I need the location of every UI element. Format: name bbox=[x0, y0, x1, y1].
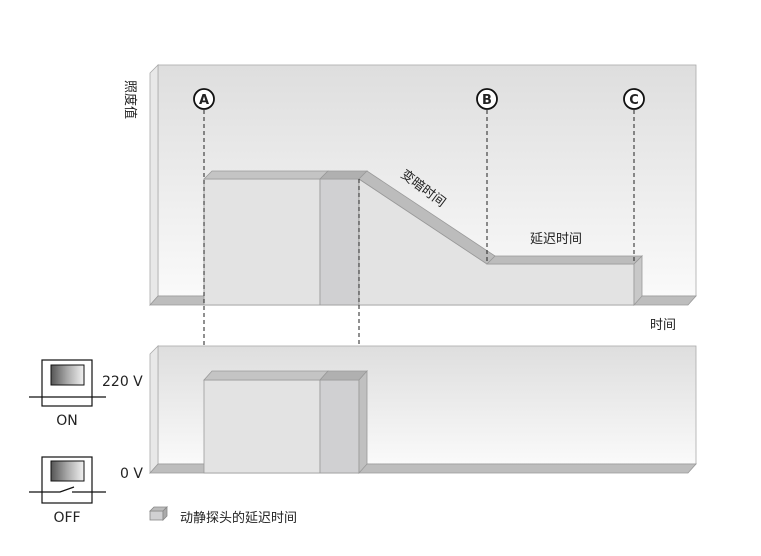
block-top bbox=[203, 170, 329, 180]
marker-a-label: A bbox=[199, 93, 209, 108]
illuminance-chart: A B C 变暗时间 延迟时间 时间 照度值 bbox=[122, 64, 697, 380]
switch-on-icon bbox=[29, 359, 106, 407]
power-block-top bbox=[203, 370, 329, 381]
light-on-block bbox=[203, 178, 321, 306]
legend-delay-icon bbox=[149, 506, 168, 521]
switch-on-label: ON bbox=[56, 413, 78, 429]
top-panel-side bbox=[149, 64, 159, 307]
y-axis-label: 照度值 bbox=[122, 80, 138, 119]
bottom-panel-side bbox=[149, 345, 159, 475]
legend-label: 动静探头的延迟时间 bbox=[180, 510, 297, 526]
power-block-side bbox=[358, 369, 368, 475]
voltage-low-label: 0 V bbox=[120, 466, 143, 482]
delay-level-side bbox=[633, 255, 643, 307]
x-axis-label: 时间 bbox=[650, 318, 676, 333]
marker-lines bbox=[203, 110, 635, 380]
marker-c: C bbox=[623, 88, 645, 110]
sensor-delay-band bbox=[319, 178, 360, 306]
switch-off-icon bbox=[29, 456, 106, 504]
power-on-block bbox=[203, 379, 321, 474]
switch-off-label: OFF bbox=[53, 510, 80, 526]
voltage-high-label: 220 V bbox=[102, 374, 143, 390]
delay-level-top bbox=[486, 255, 643, 265]
delay-time-label: 延迟时间 bbox=[530, 232, 582, 247]
voltage-chart: 220 V 0 V bbox=[102, 345, 697, 482]
marker-b: B bbox=[476, 88, 498, 110]
marker-c-label: C bbox=[629, 93, 639, 108]
marker-a: A bbox=[193, 88, 215, 110]
marker-b-label: B bbox=[482, 93, 492, 108]
power-delay-band bbox=[319, 379, 360, 474]
